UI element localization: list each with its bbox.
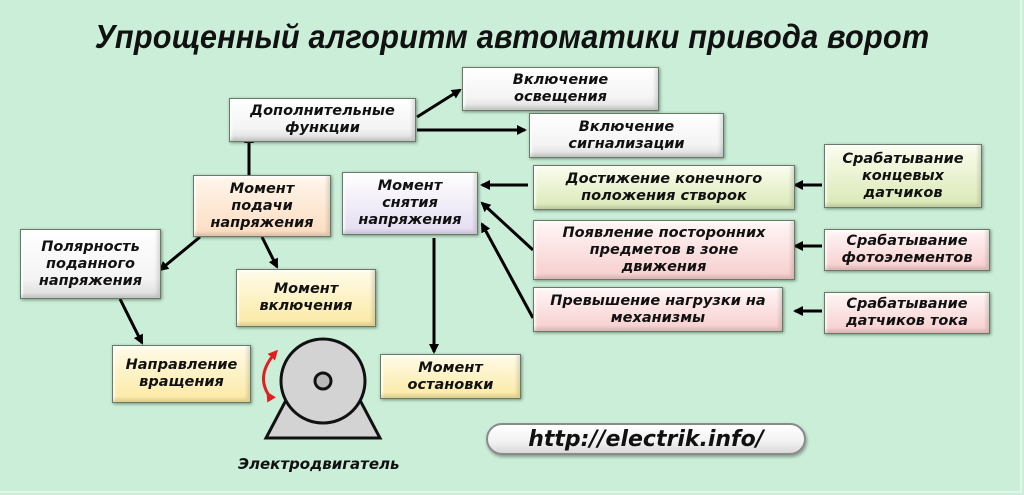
node-limit-sensors: Срабатывание концевых датчиков xyxy=(824,144,982,208)
node-switch-on-moment: Момент включения xyxy=(236,269,376,327)
node-photocells: Срабатывание фотоэлементов xyxy=(824,229,990,271)
arrow-power-to-polarity xyxy=(158,235,201,272)
arrow-polarity-to-direction xyxy=(118,298,144,345)
motor-icon xyxy=(263,337,383,440)
node-polarity: Полярность поданного напряжения xyxy=(20,229,161,299)
node-current-sensors: Срабатывание датчиков тока xyxy=(824,292,990,334)
diagram-title: Упрощенный алгоритм автоматики привода в… xyxy=(94,18,930,55)
site-url-badge[interactable]: http://electrik.info/ xyxy=(486,423,806,455)
node-end-position: Достижение конечного положения створок xyxy=(533,165,795,210)
motor-label: Электродвигатель xyxy=(238,455,400,473)
node-overload: Превышение нагрузки на механизмы xyxy=(533,287,783,332)
node-alarm-on: Включение сигнализации xyxy=(529,113,724,158)
arrow-overload-to-power-removed xyxy=(480,222,535,319)
node-lighting-on: Включение освещения xyxy=(462,67,659,111)
node-additional-functions: Дополнительные функции xyxy=(229,98,416,142)
node-rotation-direction: Направление вращения xyxy=(112,345,251,403)
rotation-direction-icon xyxy=(262,349,279,403)
node-power-removed: Момент снятия напряжения xyxy=(342,172,478,235)
node-foreign-objects: Появление посторонних предметов в зоне д… xyxy=(533,220,795,280)
arrow-power-to-switch-on xyxy=(260,236,279,269)
node-stop-moment: Момент остановки xyxy=(380,354,521,399)
node-power-applied: Момент подачи напряжения xyxy=(193,175,331,237)
arrow-foreign-to-power-removed xyxy=(480,201,535,252)
arrow-additional-to-lighting xyxy=(416,88,462,119)
